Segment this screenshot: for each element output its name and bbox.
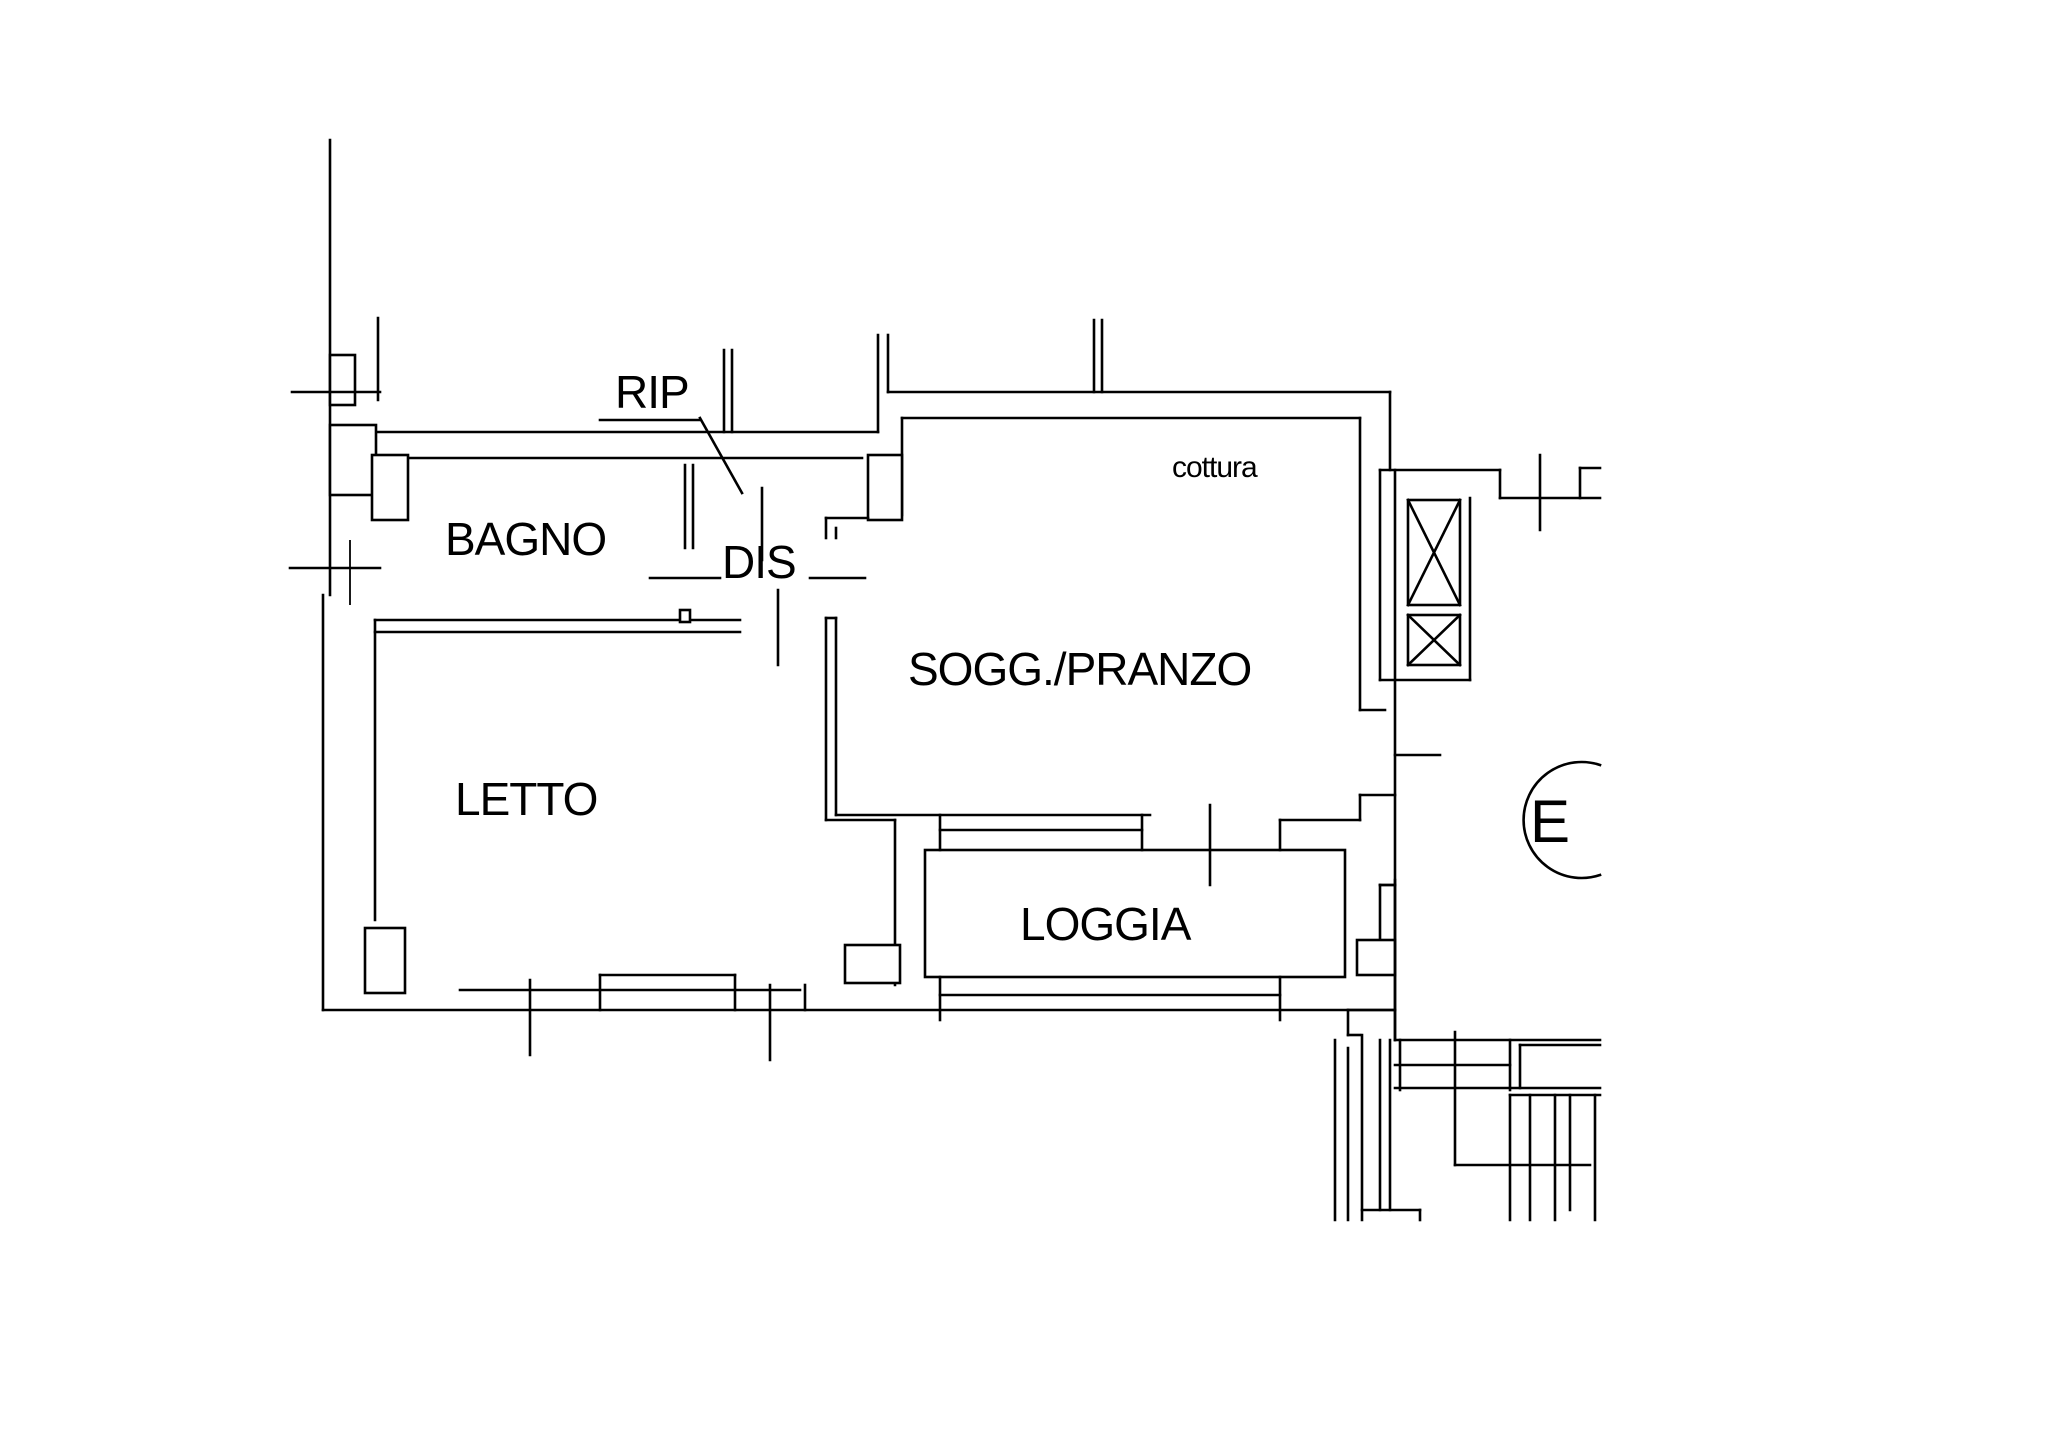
label-rip: RIP bbox=[615, 366, 689, 418]
letto-details bbox=[363, 926, 902, 1062]
entrance-marker bbox=[1522, 760, 1602, 880]
label-cottura: cottura bbox=[1172, 451, 1258, 484]
shafts bbox=[1378, 453, 1602, 682]
label-entrance: E bbox=[1530, 788, 1569, 855]
label-soggiorno-pranzo: SOGG./PRANZO bbox=[908, 643, 1251, 695]
label-loggia: LOGGIA bbox=[1020, 898, 1192, 950]
stairwell bbox=[1333, 753, 1602, 1222]
left-wall-details bbox=[288, 353, 410, 605]
loggia-details bbox=[923, 708, 1397, 1022]
label-letto: LETTO bbox=[455, 773, 597, 825]
corridor-stubs bbox=[824, 453, 1152, 987]
label-dis: DIS bbox=[722, 536, 796, 588]
bagno-partitions bbox=[373, 416, 867, 667]
label-bagno: BAGNO bbox=[445, 513, 606, 565]
